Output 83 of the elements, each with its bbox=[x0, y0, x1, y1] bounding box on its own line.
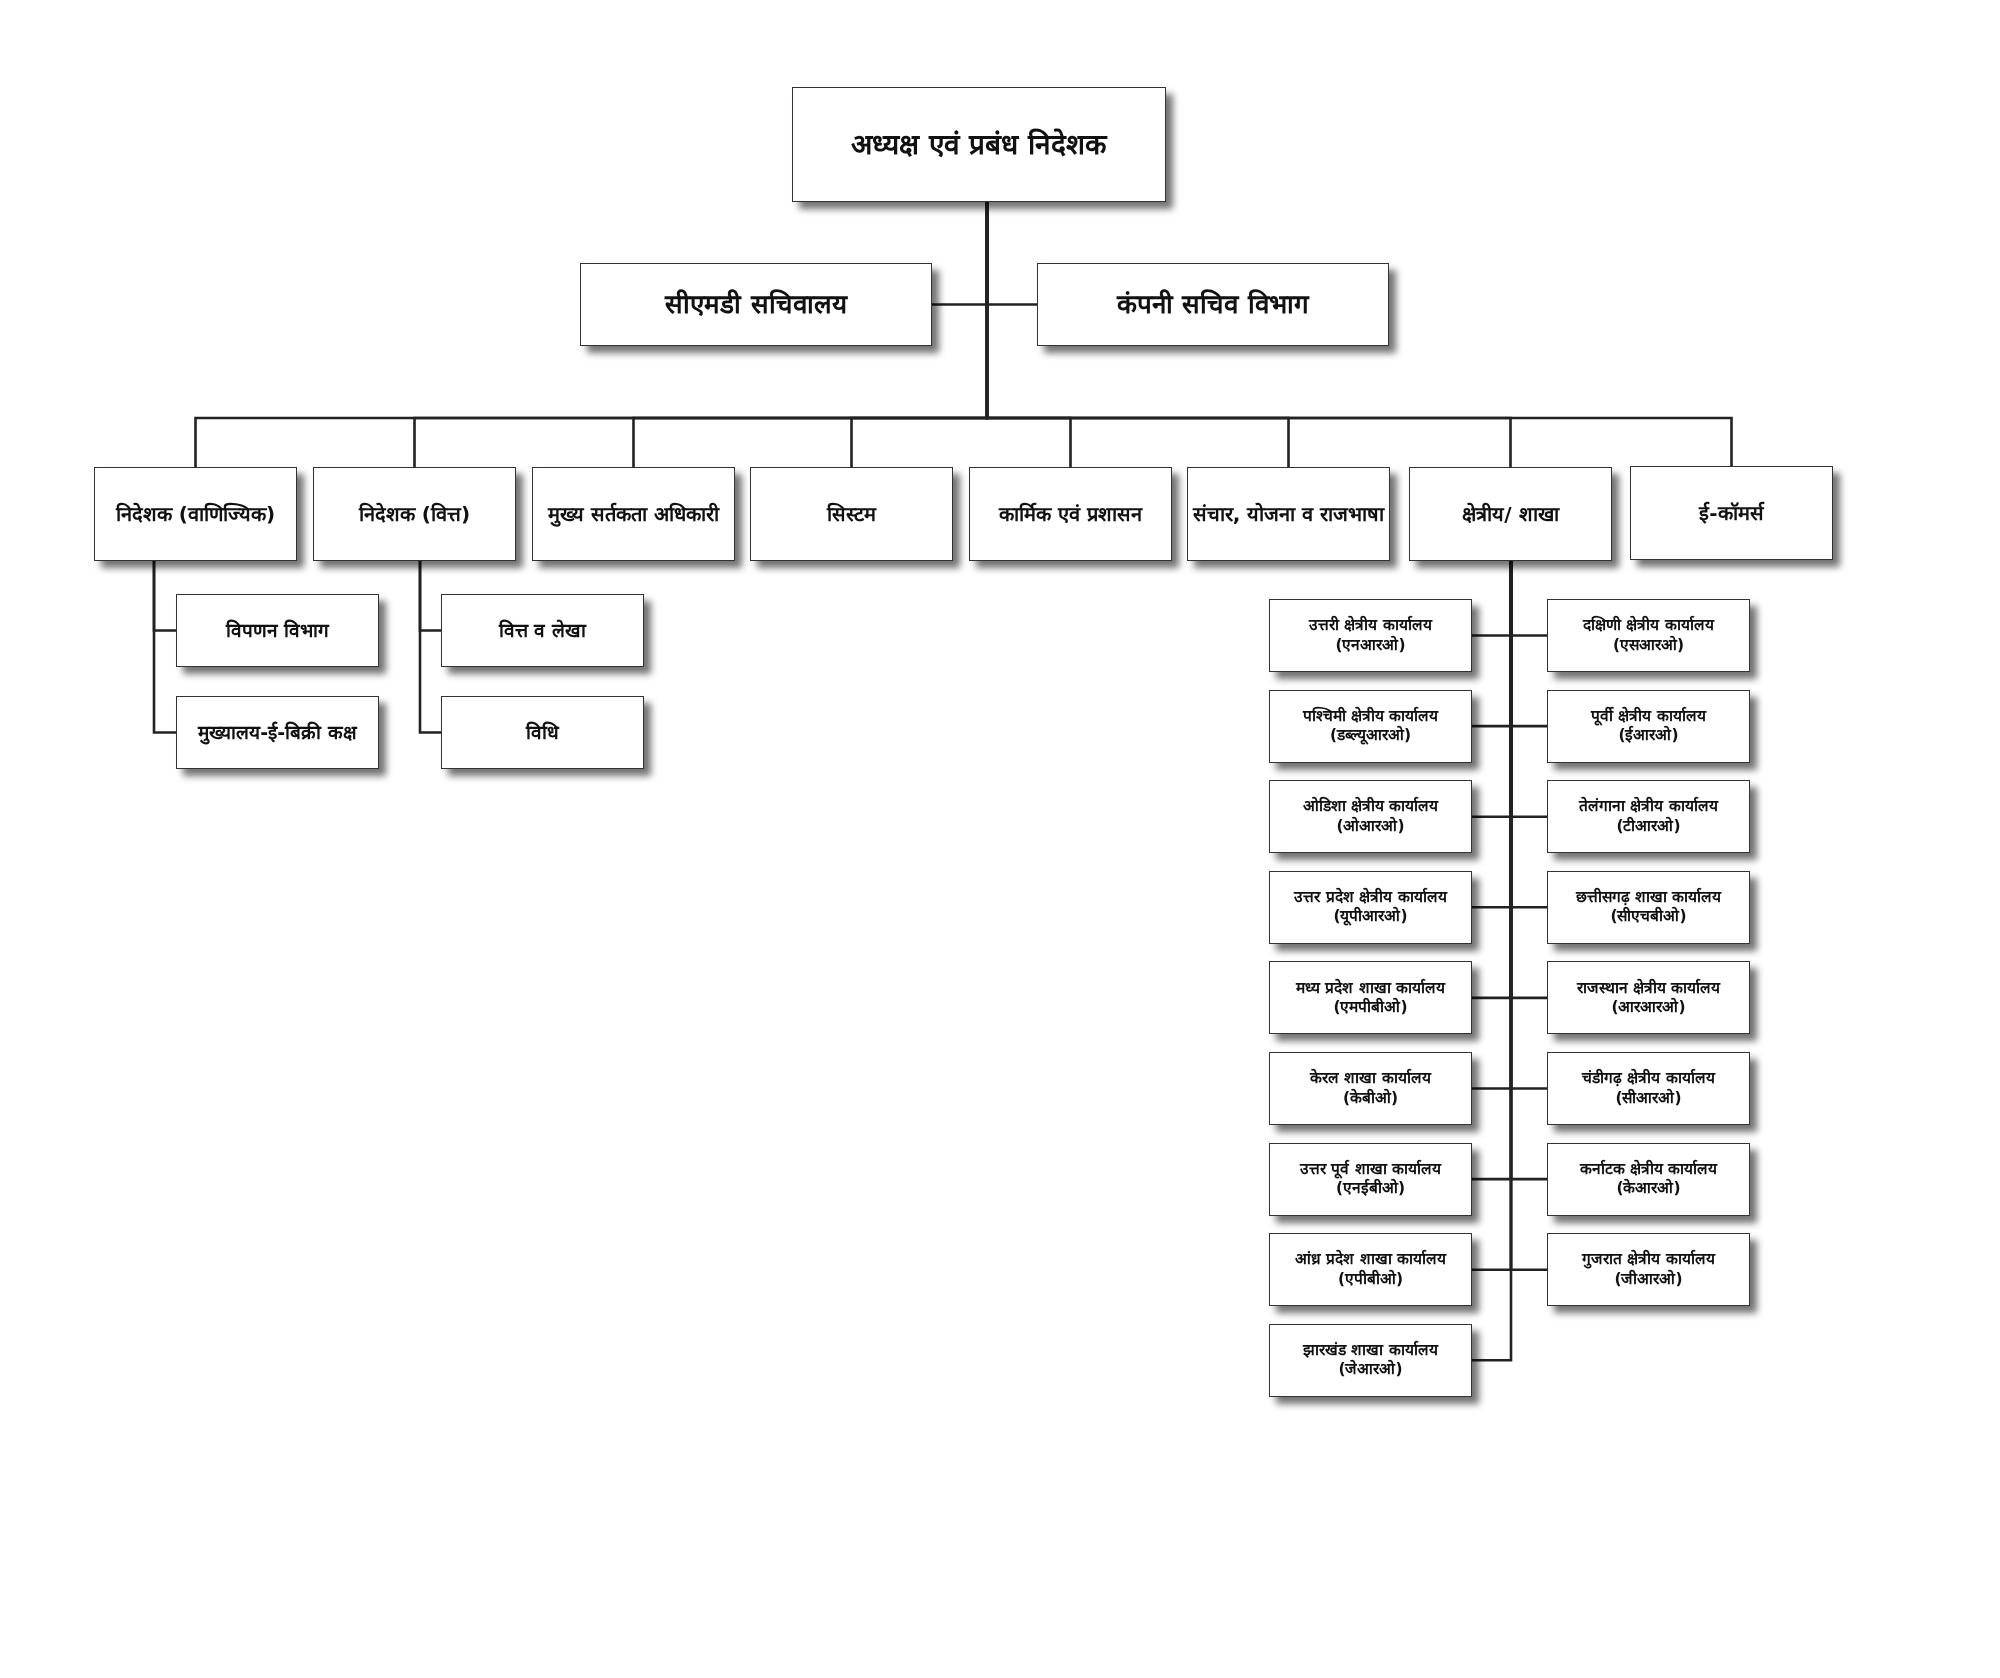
box-label: कर्नाटक क्षेत्रीय कार्यालय bbox=[1579, 1159, 1718, 1178]
box-label: दक्षिणी क्षेत्रीय कार्यालय bbox=[1583, 616, 1714, 636]
org-box bbox=[176, 594, 379, 667]
org-box bbox=[1547, 1052, 1750, 1125]
org-box bbox=[176, 696, 379, 769]
box-label: ई-कॉमर्स bbox=[1699, 500, 1764, 526]
org-box bbox=[1037, 263, 1389, 346]
org-box bbox=[1269, 870, 1472, 944]
org-box bbox=[1269, 961, 1472, 1035]
org-box bbox=[1269, 1323, 1472, 1397]
org-box bbox=[1547, 1233, 1750, 1307]
box-label: ओडिशा क्षेत्रीय कार्यालय bbox=[1302, 797, 1439, 817]
box-label: (टीआरओ) bbox=[1616, 816, 1681, 837]
org-box bbox=[1269, 780, 1472, 854]
box-label: (यूपीआरओ) bbox=[1333, 907, 1408, 927]
org-box bbox=[580, 263, 932, 346]
box-label: (एमपीबीओ) bbox=[1333, 997, 1408, 1018]
org-box bbox=[441, 594, 644, 667]
box-label: सीएमडी सचिवालय bbox=[665, 288, 847, 321]
org-box bbox=[441, 696, 644, 769]
box-label: निदेशक (वाणिज्यिक) bbox=[115, 501, 276, 527]
box-label: (एपीबीओ) bbox=[1337, 1269, 1404, 1290]
box-label: सिस्टम bbox=[827, 501, 876, 527]
org-box bbox=[1187, 467, 1390, 561]
box-label: क्षेत्रीय/ शाखा bbox=[1462, 501, 1559, 527]
org-box bbox=[1269, 1052, 1472, 1125]
box-label: विधि bbox=[526, 720, 559, 745]
org-box bbox=[1269, 599, 1472, 672]
org-box bbox=[1547, 961, 1750, 1035]
org-box bbox=[94, 467, 297, 561]
connector-line bbox=[152, 561, 176, 734]
box-label: मुख्य सर्तकता अधिकारी bbox=[548, 501, 719, 527]
box-label: (जेआरओ) bbox=[1338, 1360, 1403, 1380]
box-label: कार्मिक एवं प्रशासन bbox=[999, 501, 1142, 527]
box-label: (ईआरओ) bbox=[1618, 726, 1679, 746]
box-label: (एनआरओ) bbox=[1335, 635, 1406, 655]
box-label: मध्य प्रदेश शाखा कार्यालय bbox=[1295, 978, 1446, 997]
org-box bbox=[1547, 1142, 1750, 1216]
org-box bbox=[532, 467, 735, 561]
box-label: पश्चिमी क्षेत्रीय कार्यालय bbox=[1302, 706, 1439, 726]
box-label: मुख्यालय-ई-बिक्री कक्ष bbox=[198, 720, 357, 745]
org-box bbox=[1547, 599, 1750, 672]
box-label: (एनईबीओ) bbox=[1335, 1179, 1406, 1199]
box-label: (आरआरओ) bbox=[1611, 997, 1686, 1018]
box-label: गुजरात क्षेत्रीय कार्यालय bbox=[1582, 1250, 1715, 1269]
org-box bbox=[1269, 1142, 1472, 1216]
box-label: आंध्र प्रदेश शाखा कार्यालय bbox=[1294, 1250, 1447, 1269]
org-box bbox=[1269, 689, 1472, 763]
box-label: वित्त व लेखा bbox=[498, 618, 587, 643]
org-box bbox=[313, 467, 516, 561]
box-label: (जीआरओ) bbox=[1614, 1269, 1683, 1290]
org-box bbox=[792, 87, 1166, 202]
box-label: (केबीओ) bbox=[1342, 1088, 1399, 1108]
box-label: (डब्ल्यूआरओ) bbox=[1329, 726, 1412, 746]
org-box bbox=[1547, 689, 1750, 763]
org-box bbox=[969, 467, 1172, 561]
box-label: (ओआरओ) bbox=[1336, 816, 1405, 837]
box-label: संचार, योजना व राजभाषा bbox=[1192, 501, 1385, 527]
box-label: (सीआरओ) bbox=[1615, 1088, 1682, 1108]
org-box bbox=[1547, 780, 1750, 854]
box-label: उत्तरी क्षेत्रीय कार्यालय bbox=[1309, 616, 1432, 636]
box-label: (केआरओ) bbox=[1616, 1179, 1681, 1199]
box-label: उत्तर प्रदेश क्षेत्रीय कार्यालय bbox=[1294, 887, 1447, 906]
box-label: विपणन विभाग bbox=[225, 618, 330, 643]
box-label: अध्यक्ष एवं प्रबंध निदेशक bbox=[850, 127, 1108, 162]
box-label: पूर्वी क्षेत्रीय कार्यालय bbox=[1591, 706, 1706, 726]
box-label: निदेशक (वित्त) bbox=[358, 501, 471, 527]
org-box bbox=[1409, 467, 1612, 561]
box-label: (एसआरओ) bbox=[1612, 635, 1685, 655]
org-box bbox=[1630, 466, 1833, 560]
box-label: राजस्थान क्षेत्रीय कार्यालय bbox=[1576, 978, 1721, 998]
box-label: झारखंड शाखा कार्यालय bbox=[1303, 1340, 1438, 1359]
box-label: केरल शाखा कार्यालय bbox=[1310, 1069, 1431, 1088]
box-label: चंडीगढ़ क्षेत्रीय कार्यालय bbox=[1582, 1069, 1715, 1088]
box-label: तेलंगाना क्षेत्रीय कार्यालय bbox=[1579, 797, 1718, 816]
box-label: छत्तीसगढ़ शाखा कार्यालय bbox=[1575, 887, 1722, 907]
org-box bbox=[750, 467, 953, 561]
box-label: उत्तर पूर्व शाखा कार्यालय bbox=[1299, 1159, 1442, 1179]
box-label: (सीएचबीओ) bbox=[1610, 907, 1687, 927]
org-box bbox=[1547, 870, 1750, 944]
box-label: कंपनी सचिव विभाग bbox=[1117, 288, 1309, 321]
connector-line bbox=[418, 561, 441, 734]
org-box bbox=[1269, 1233, 1472, 1307]
